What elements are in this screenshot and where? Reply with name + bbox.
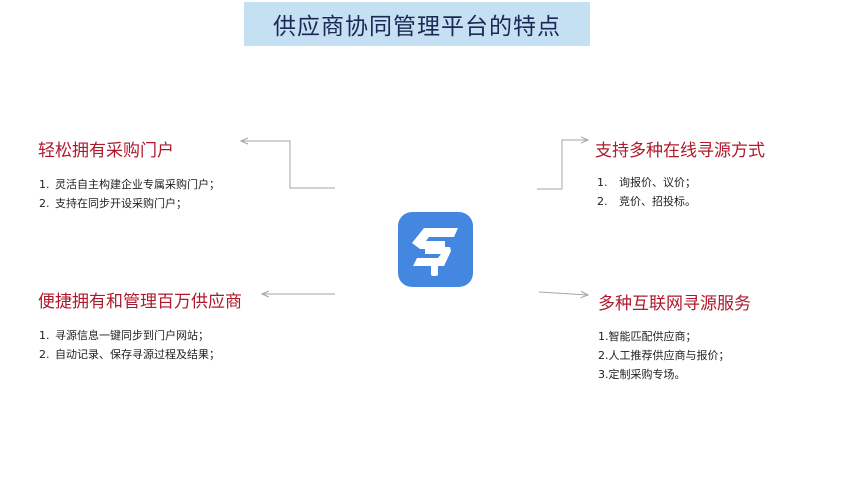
- list-item: 2.竞价、招投标。: [597, 195, 696, 208]
- list-item: 2.人工推荐供应商与报价；: [598, 349, 730, 362]
- page-title: 供应商协同管理平台的特点: [273, 14, 561, 40]
- list-item: 2.支持在同步开设采购门户；: [39, 197, 187, 210]
- list-item: 3.定制采购专场。: [598, 368, 686, 381]
- feature-heading-portal: 轻松拥有采购门户: [38, 141, 174, 161]
- platform-logo-icon: [398, 212, 473, 287]
- feature-heading-sourcing-methods: 支持多种在线寻源方式: [595, 141, 765, 161]
- list-item: 1.智能匹配供应商；: [598, 330, 697, 343]
- feature-list-internet-services: 1.智能匹配供应商； 2.人工推荐供应商与报价； 3.定制采购专场。: [598, 327, 730, 384]
- feature-list-portal: 1.灵活自主构建企业专属采购门户； 2.支持在同步开设采购门户；: [39, 175, 220, 213]
- list-item: 1.灵活自主构建企业专属采购门户；: [39, 178, 220, 191]
- list-item: 1.询报价、议价；: [597, 176, 696, 189]
- connector-bottom-right: [538, 292, 588, 295]
- list-item: 1.寻源信息一键同步到门户网站；: [39, 329, 209, 342]
- feature-list-supplier-management: 1.寻源信息一键同步到门户网站； 2.自动记录、保存寻源过程及结果；: [39, 326, 220, 364]
- feature-list-sourcing-methods: 1.询报价、议价； 2.竞价、招投标。: [597, 173, 696, 211]
- list-item: 2.自动记录、保存寻源过程及结果；: [39, 348, 220, 361]
- connector-top-right: [537, 140, 588, 190]
- feature-heading-supplier-management: 便捷拥有和管理百万供应商: [38, 292, 242, 312]
- title-banner: 供应商协同管理平台的特点: [244, 2, 590, 46]
- feature-heading-internet-services: 多种互联网寻源服务: [598, 294, 751, 314]
- connector-top-left: [241, 141, 335, 189]
